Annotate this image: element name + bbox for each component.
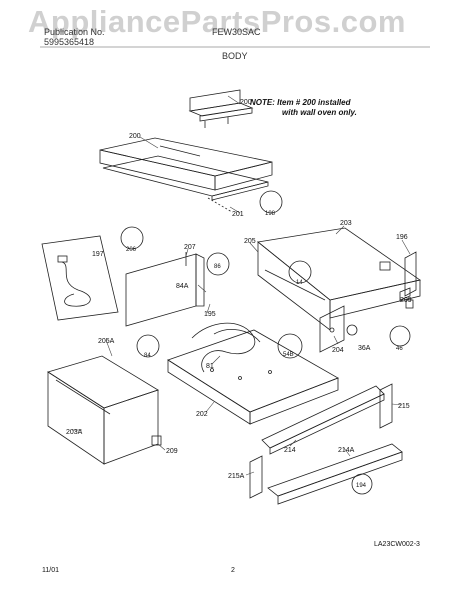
footer-date: 11/01 [42,567,59,574]
callout-36a: 36A [358,345,371,352]
callout-215a: 215A [228,473,245,480]
page-number: 2 [231,567,235,574]
part-197-inset-box [41,235,119,321]
callout-202: 202 [196,411,208,418]
part-206-detail [120,226,144,250]
part-54b-detail [277,333,303,359]
callout-205a: 205A [98,338,115,345]
callout-194: 194 [356,483,367,489]
part-194-detail [351,473,373,495]
callout-200-top: 200 [240,99,252,106]
callout-203a: 203A [66,429,83,436]
callout-215: 215 [398,403,410,410]
part-86-detail [206,252,230,276]
part-198-detail [259,190,283,214]
part-214a-rail [267,443,403,505]
callout-198: 198 [265,211,276,217]
callout-214: 214 [284,447,296,454]
callout-209-front: 209 [166,448,178,455]
callout-14: 14 [296,280,303,286]
callout-84a: 84A [176,283,189,290]
part-200-top-bracket [188,89,254,128]
part-215-end-cap [379,383,393,429]
wiring-harness-branch [213,329,261,343]
watermark-text: AppliancePartsPros.com [28,4,406,39]
part-214-trim-bar [261,385,385,455]
part-215a-end-cap [249,455,263,499]
part-204-plate [319,305,345,353]
model-number: FEW30SAC [212,27,261,37]
part-36a-knob [346,324,358,336]
callout-196: 196 [396,234,408,241]
part-46-detail [389,325,411,347]
callout-86: 86 [214,264,221,270]
note-line-1: NOTE: Item # 200 installed [250,98,352,107]
part-84-detail [136,334,160,358]
part-196-bracket [399,251,417,301]
callout-206: 206 [126,247,137,253]
publication-number: 5995365418 [44,37,95,47]
publication-label: Publication No. [44,27,105,37]
callout-203: 203 [340,220,352,227]
callout-197: 197 [92,251,104,258]
callout-207: 207 [184,244,196,251]
callout-81: 81 [206,363,214,370]
detail-circles [120,190,411,495]
part-200-201-top-panel [99,137,273,213]
part-202-bottom-panel [167,329,339,425]
callout-46: 46 [396,346,403,352]
callout-200-panel: 200 [129,133,141,140]
part-207-side-panel [125,252,205,327]
drawing-code: LA23CW002-3 [374,541,420,548]
callout-84: 84 [144,353,151,359]
section-title: BODY [222,51,248,61]
note-line-2: with wall oven only. [282,108,357,117]
part-209-clip-rear [405,299,414,309]
callout-195: 195 [204,311,216,318]
callout-54b: 54B [283,352,294,358]
callout-209-rear: 209 [400,297,412,304]
callout-204: 204 [332,347,344,354]
callout-205: 205 [244,238,256,245]
callout-214a: 214A [338,447,355,454]
part-209-clip-front [151,435,162,446]
callout-201: 201 [232,211,244,218]
part-14-detail [288,260,312,284]
leader-lines [72,95,411,476]
wiring-harness [191,322,256,373]
